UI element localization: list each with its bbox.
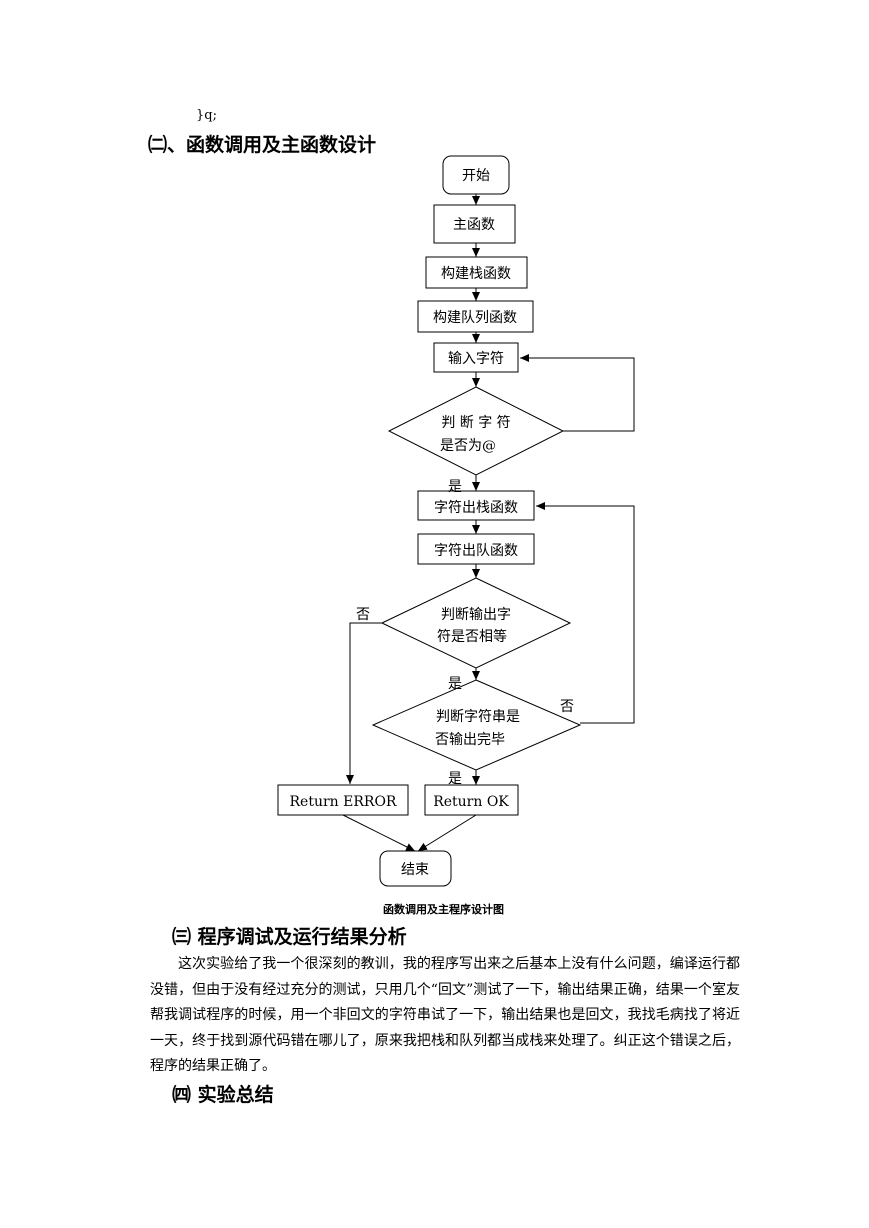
section-3-body: 这次实验给了我一个很深刻的教训，我的程序写出来之后基本上没有什么问题，编译运行都…	[150, 952, 740, 1080]
end-label: 结束	[401, 862, 429, 878]
return-ok-label: Return OK	[433, 794, 509, 810]
start-label: 开始	[462, 168, 490, 184]
input-char-label: 输入字符	[448, 351, 504, 367]
decision3-line1: 判断字符串是	[436, 709, 520, 725]
return-error-label: Return ERROR	[290, 794, 397, 810]
pop-stack-box	[417, 490, 535, 521]
decision2-line1: 判断输出字	[441, 607, 511, 623]
section-heading-4: ㈣ 实验总结	[172, 1084, 274, 1106]
code-fragment: }q;	[196, 108, 217, 123]
decision1-line1: 判 断 字 符	[441, 415, 510, 431]
dequeue-box	[417, 533, 535, 565]
end-node	[379, 850, 452, 887]
input-char-box	[433, 342, 519, 373]
return-error-box	[277, 784, 409, 816]
paragraph: 这次实验给了我一个很深刻的教训，我的程序写出来之后基本上没有什么问题，编译运行都…	[150, 956, 740, 1074]
decision-is-at	[387, 386, 565, 476]
yes-label-3: 是	[448, 771, 462, 787]
decision1-line2: 是否为@	[440, 438, 496, 454]
decision2-line2: 符是否相等	[437, 628, 507, 645]
figure-caption: 函数调用及主程序设计图	[383, 903, 504, 916]
pop-stack-label: 字符出栈函数	[434, 500, 518, 516]
main-func-label: 主函数	[453, 217, 495, 233]
decision3-line2: 否输出完毕	[435, 732, 505, 748]
flowchart: 开始 主函数 构建栈函数 构建队列函数 输入字符 判 断 字 符 是否为@ 字符…	[277, 155, 635, 887]
build-queue-label: 构建队列函数	[433, 310, 517, 326]
build-stack-label: 构建栈函数	[441, 266, 511, 282]
build-queue-box	[417, 300, 534, 333]
decision-string-done	[371, 679, 582, 771]
main-func-box	[433, 204, 516, 244]
section-heading-3: ㈢ 程序调试及运行结果分析	[172, 926, 407, 948]
decision-chars-equal	[380, 577, 572, 669]
no-label-3: 否	[560, 699, 574, 715]
yes-label-2: 是	[448, 676, 462, 692]
yes-label-1: 是	[448, 479, 462, 495]
dequeue-label: 字符出队函数	[434, 543, 518, 559]
no-label-2: 否	[356, 607, 370, 623]
build-stack-box	[425, 256, 528, 289]
section-heading-2: ㈡、函数调用及主函数设计	[148, 134, 377, 156]
return-ok-box	[424, 784, 519, 816]
